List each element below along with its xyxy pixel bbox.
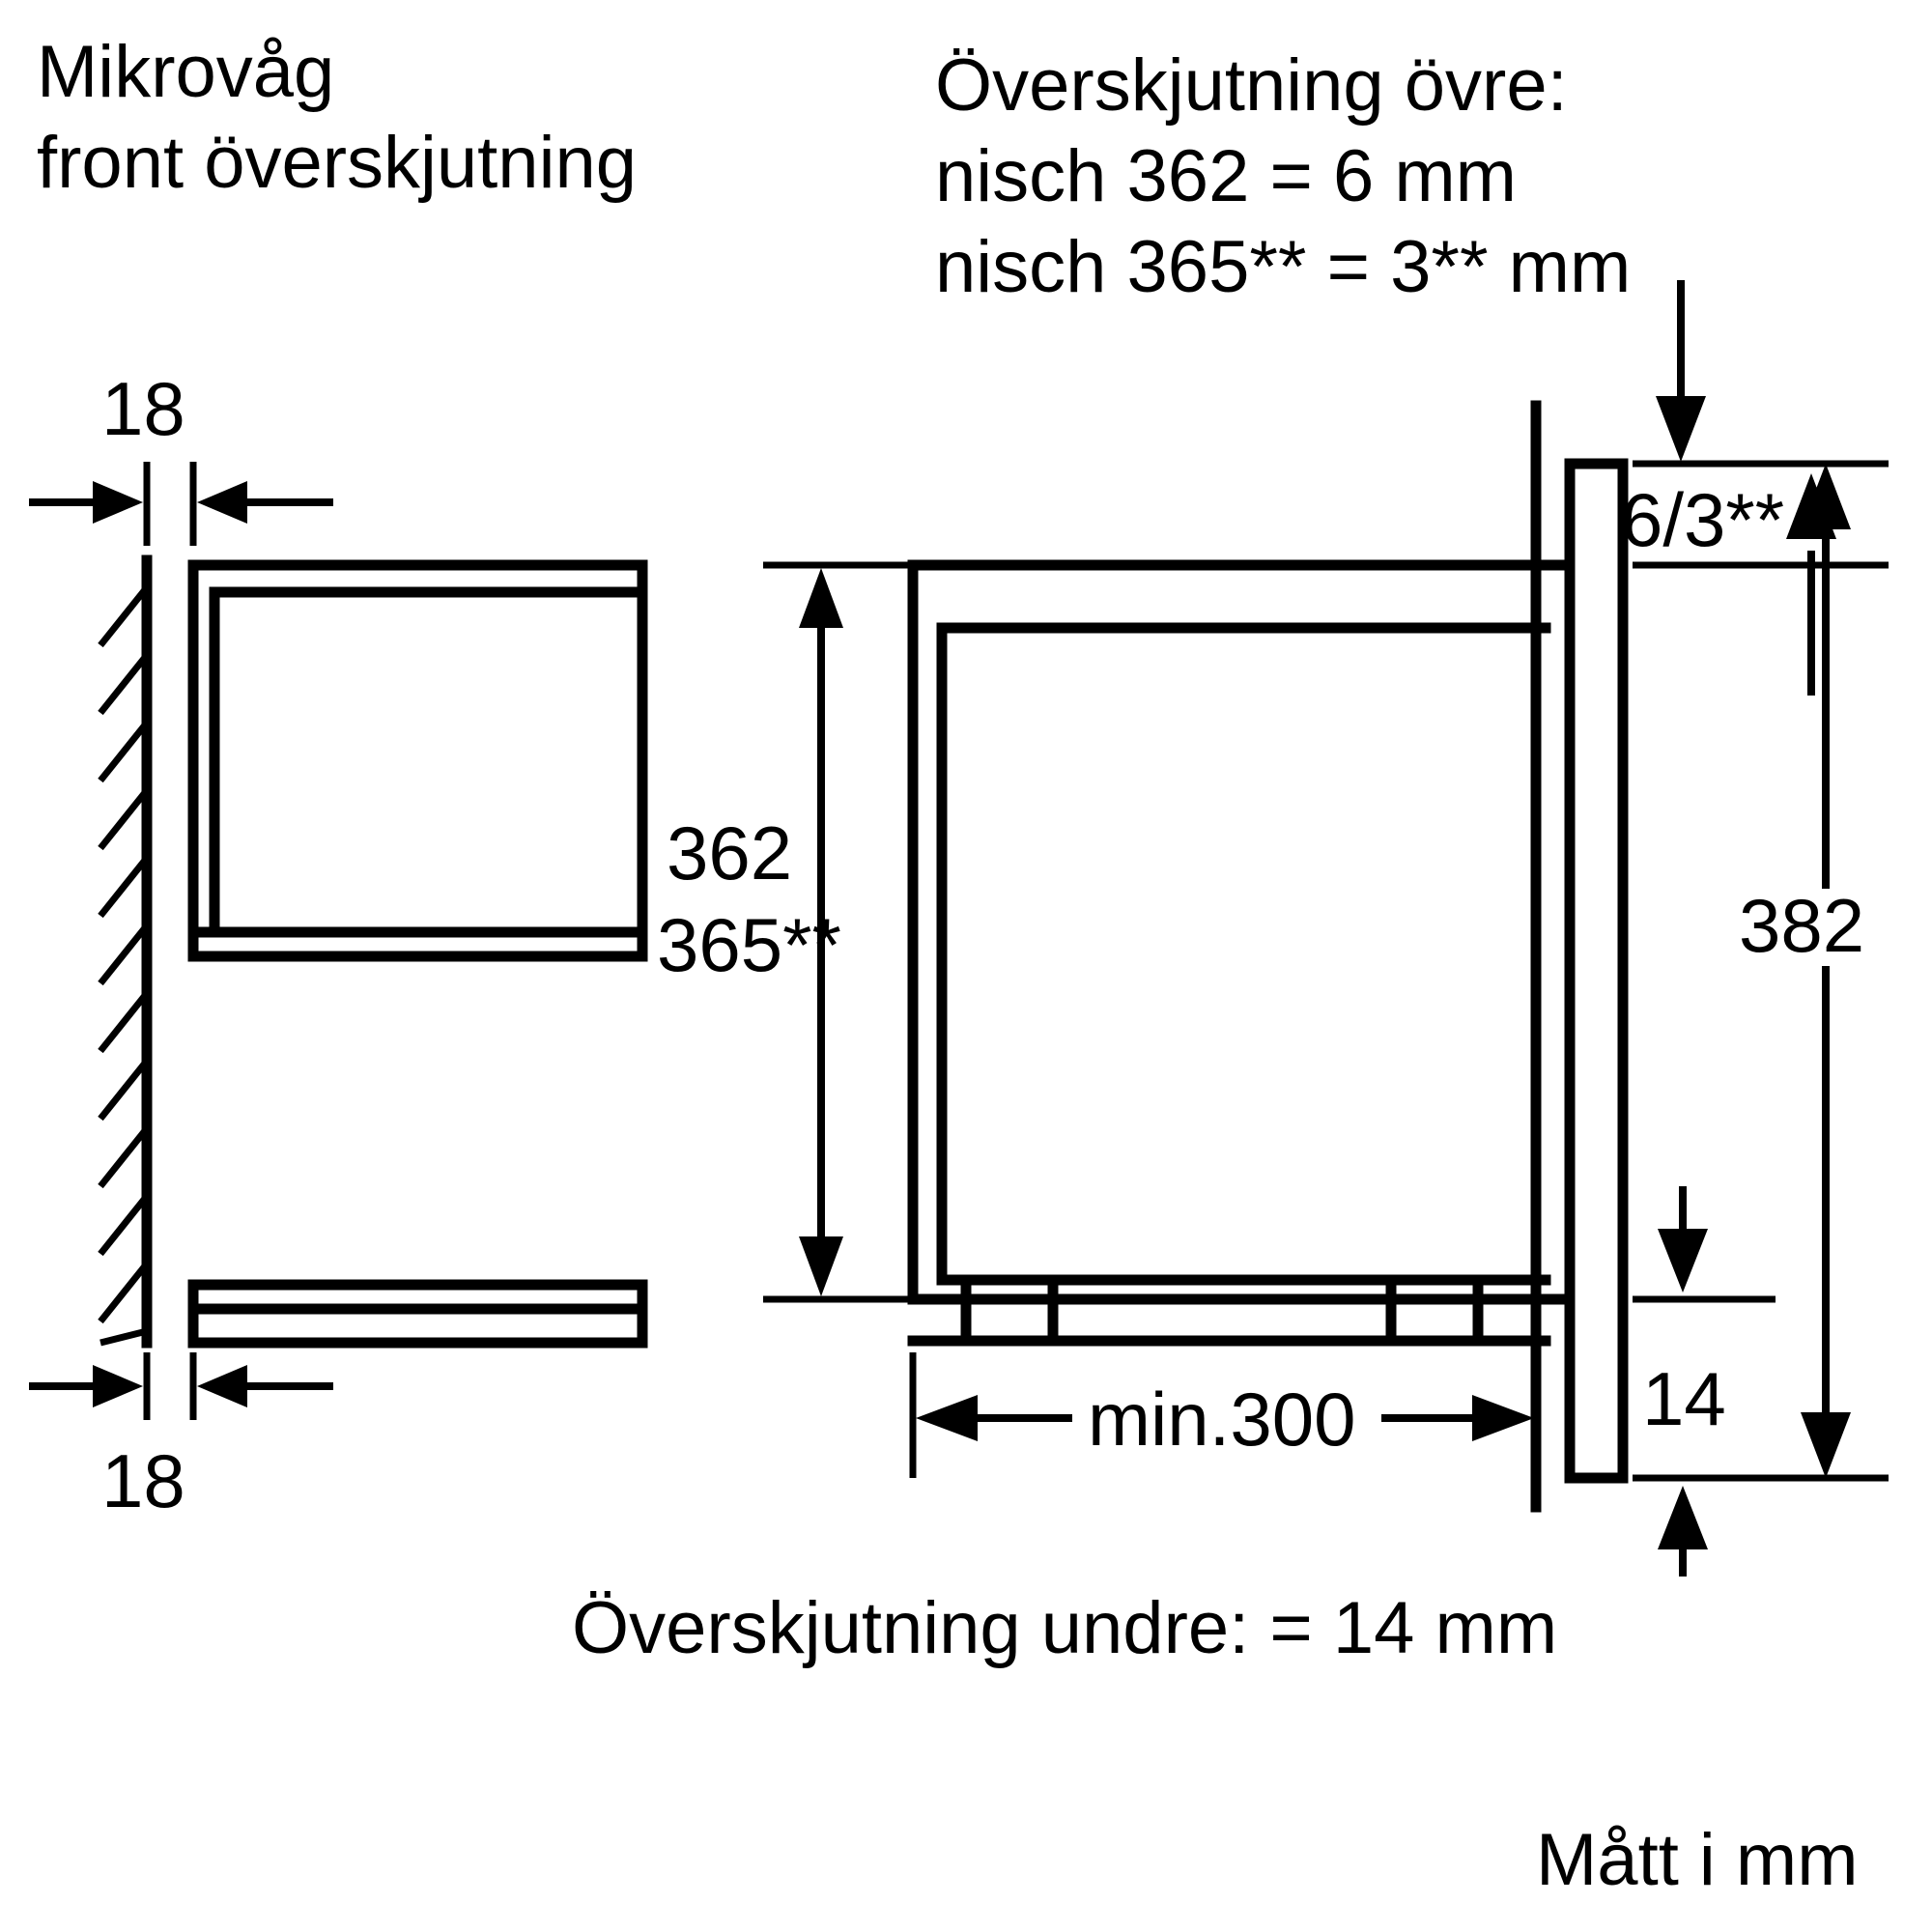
dimension-365-label: 365** (657, 902, 841, 987)
niche-left-and-bottom (907, 559, 1542, 1305)
left-title-line2: front överskjutning (37, 122, 637, 204)
left-upper-outer-outline (187, 559, 648, 962)
dimension-14-label: 14 (1642, 1356, 1726, 1441)
right-title-line2: nisch 362 = 6 mm (935, 135, 1517, 217)
dimension-6-3-label: 6/3** (1621, 477, 1784, 562)
right-title-line1: Överskjutning övre: (935, 44, 1568, 127)
unit-note: Mått i mm (1536, 1819, 1859, 1901)
wall-hatching (98, 584, 150, 1347)
bottom-note: Överskjutning undre: = 14 mm (572, 1587, 1558, 1669)
dimension-382-label: 382 (1739, 883, 1864, 968)
front-panel-outline (1564, 458, 1629, 1484)
dimension-362-label: 362 (667, 810, 792, 895)
dimension-362-365 (763, 561, 913, 1303)
appliance-left-and-bottom-edge (936, 622, 1551, 1286)
right-title-block: Överskjutning övre: nisch 362 = 6 mm nis… (935, 41, 1920, 313)
dimension-18-bottom-label: 18 (101, 1438, 185, 1523)
left-lower-plinth-outline (187, 1279, 648, 1349)
dimension-18-bottom (29, 1352, 333, 1420)
dimension-18-top (29, 462, 333, 546)
dimension-min300-label: min.300 (1088, 1377, 1356, 1462)
left-title-line1: Mikrovåg (37, 31, 335, 113)
dimension-18-top-label: 18 (101, 366, 185, 451)
dimension-382 (1776, 460, 1889, 1482)
top-overhang-leader (1656, 280, 1706, 462)
left-upper-inner-outline (187, 586, 648, 938)
dimension-14 (1633, 1186, 1776, 1577)
right-title-line3: nisch 365** = 3** mm (935, 226, 1632, 308)
left-title-block: Mikrovåg front överskjutning (37, 27, 829, 209)
dimension-min300 (909, 1352, 1540, 1492)
appliance-feet-row (907, 1274, 1551, 1347)
